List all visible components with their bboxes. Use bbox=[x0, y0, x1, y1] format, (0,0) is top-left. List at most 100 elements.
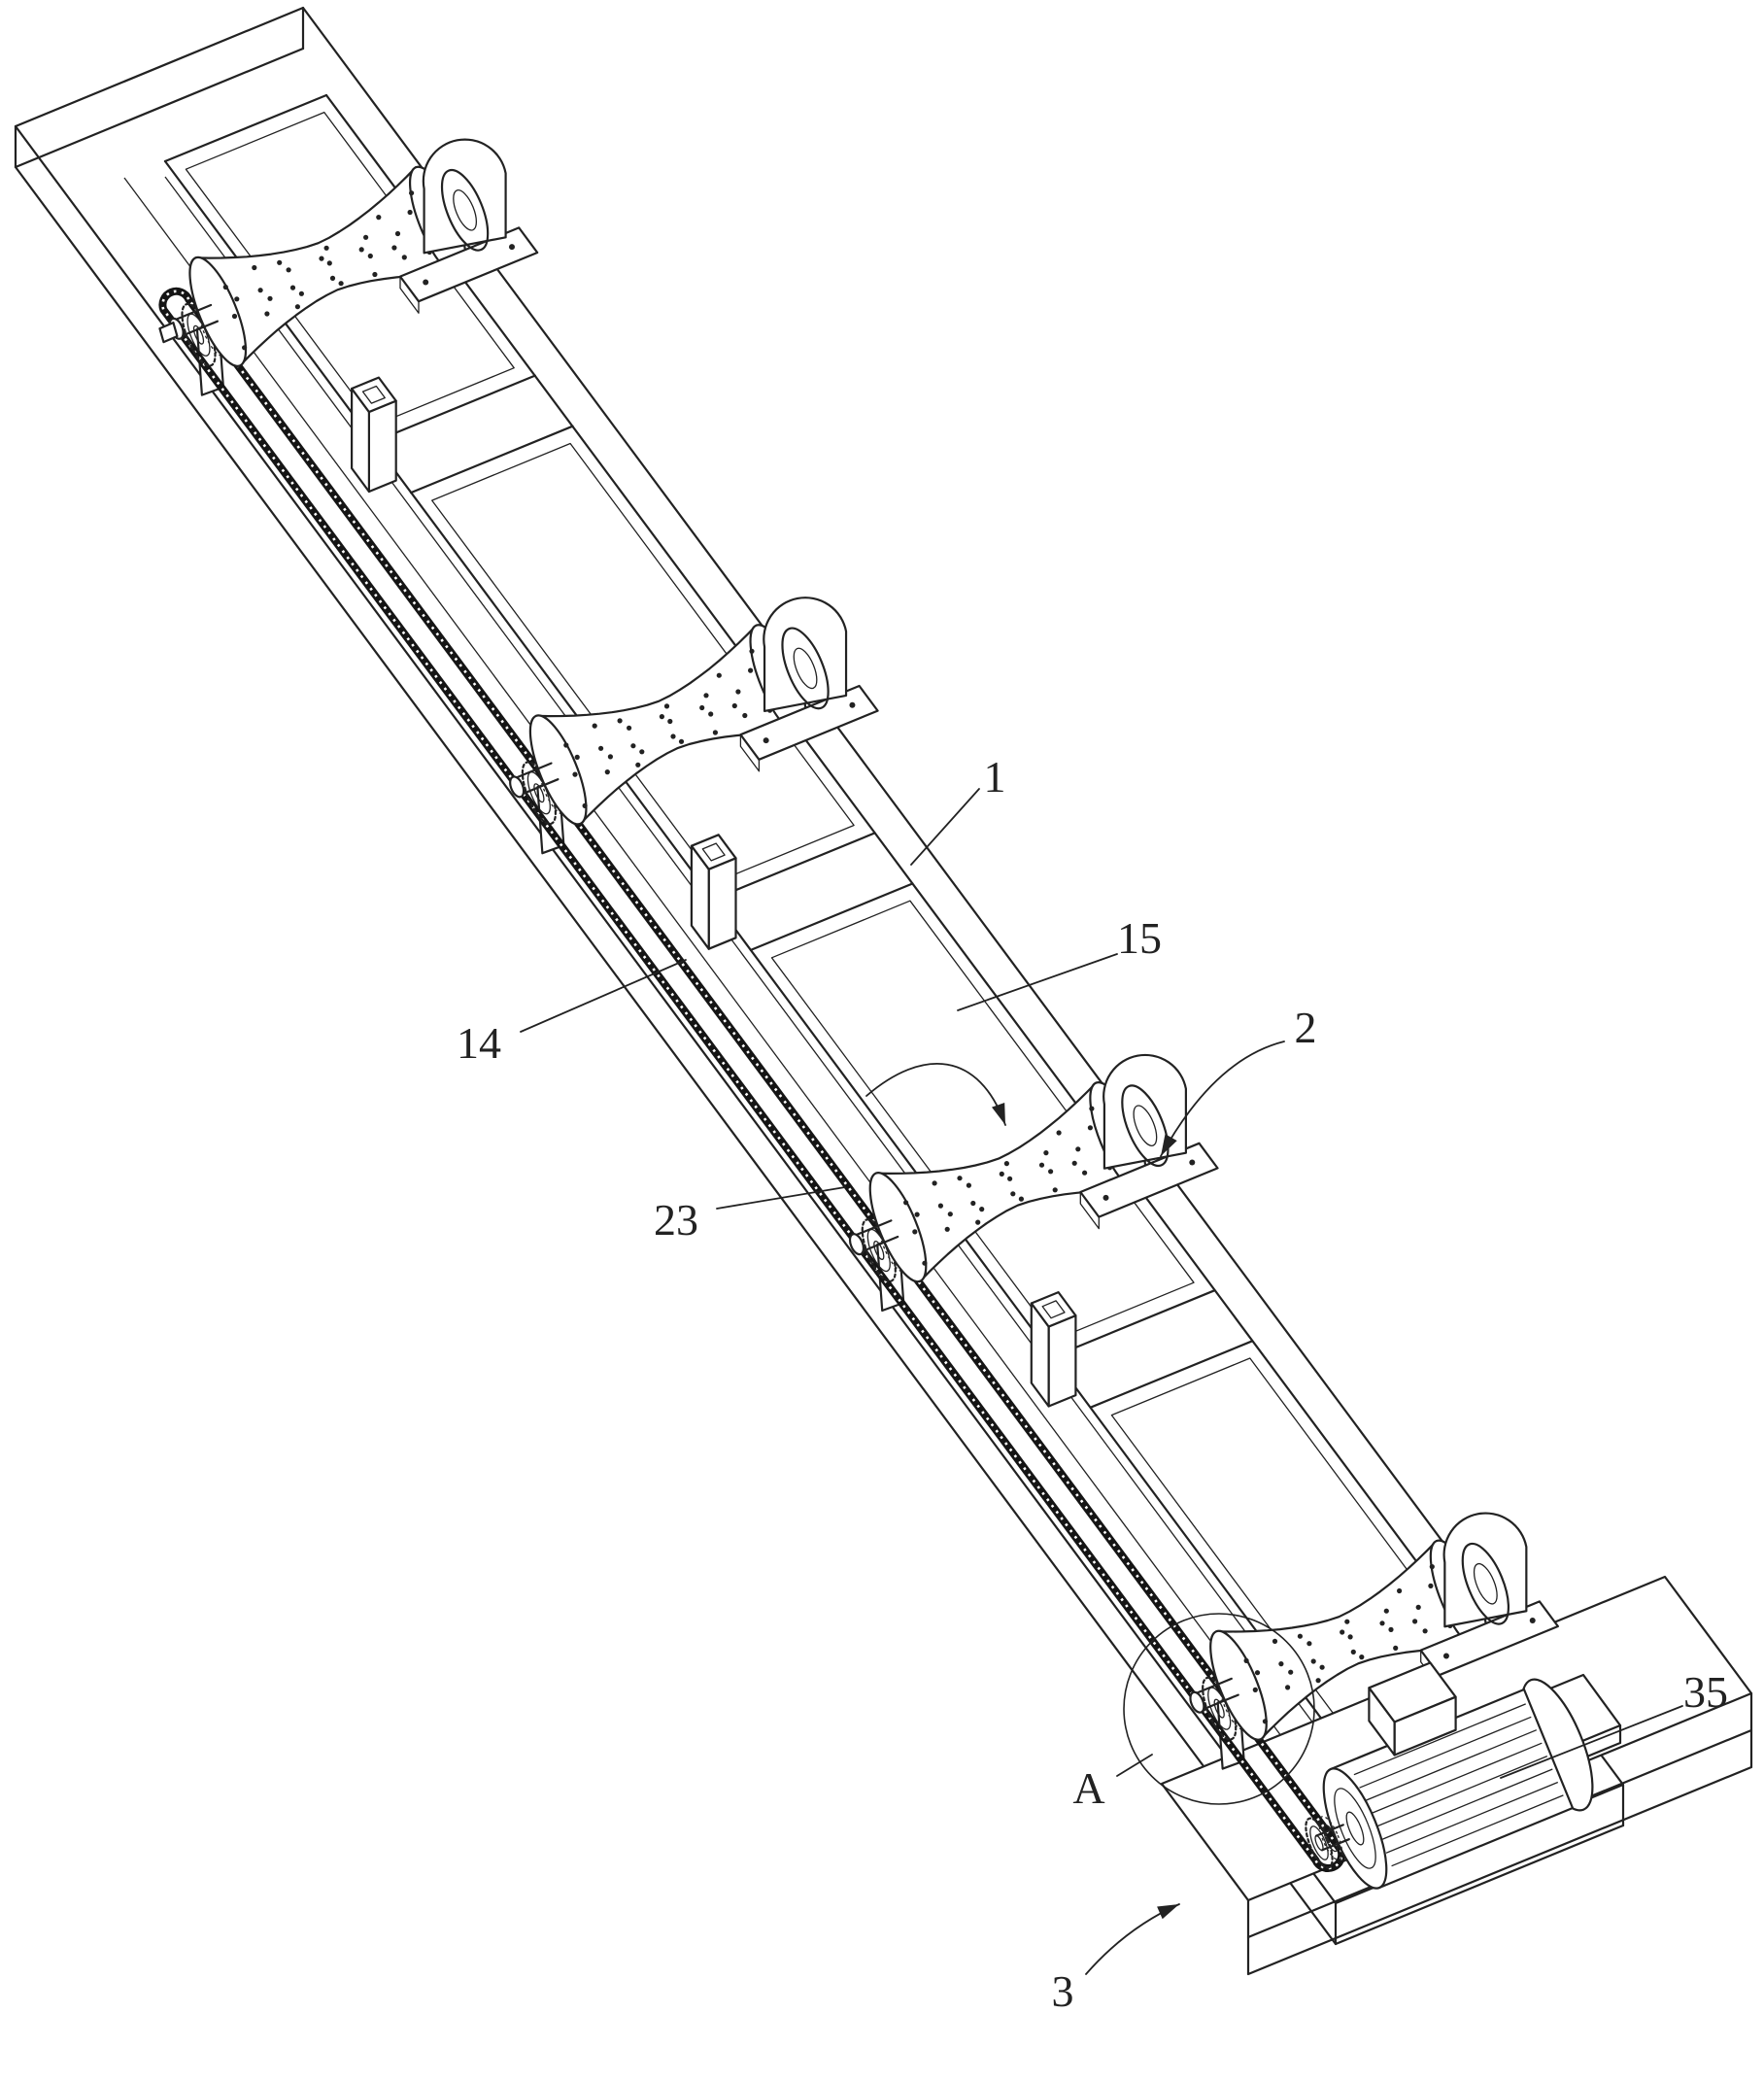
spool-roller-1-part bbox=[277, 259, 283, 265]
spool-roller-2-part bbox=[604, 769, 610, 775]
bearing-stand-1-part bbox=[423, 279, 429, 286]
spool-roller-3-part bbox=[868, 1172, 928, 1283]
bearing-stand-2 bbox=[739, 597, 879, 772]
spool-roller-1-part bbox=[391, 245, 397, 251]
spool-roller-3-part bbox=[966, 1182, 972, 1188]
leader-23 bbox=[716, 1186, 846, 1210]
spool-roller-2-part bbox=[708, 711, 714, 717]
spool-roller-4-part bbox=[1306, 1641, 1312, 1647]
spool-roller-3-part bbox=[1007, 1176, 1013, 1181]
spool-roller-2-part bbox=[635, 762, 641, 768]
spool-roller-3-part bbox=[937, 1203, 944, 1209]
detail-circle-A bbox=[1123, 1613, 1315, 1805]
spool-roller-2-part bbox=[699, 704, 705, 711]
spool-roller-3-part bbox=[1003, 1161, 1009, 1167]
spool-roller-1-part bbox=[267, 295, 273, 301]
bearing-stand-4 bbox=[1419, 1512, 1559, 1688]
base-plate-lower-step bbox=[1246, 1728, 1753, 1976]
spool-roller-4-part bbox=[1429, 1564, 1435, 1570]
spool-roller-4-part bbox=[1344, 1619, 1350, 1624]
ref-label-A: A bbox=[1072, 1763, 1104, 1813]
spool-roller-4-part bbox=[1310, 1658, 1316, 1664]
sprocket-part bbox=[1213, 1698, 1225, 1719]
motor-front-ring bbox=[1334, 1788, 1376, 1869]
spool-roller-1-part bbox=[234, 296, 240, 302]
ref-label-15: 15 bbox=[1117, 913, 1162, 963]
chain-guide-post-part bbox=[367, 399, 397, 494]
spool-roller-3-part bbox=[912, 1229, 918, 1235]
spool-roller-3-part bbox=[1018, 1196, 1024, 1202]
spool-shaft bbox=[852, 1219, 899, 1254]
spool-roller-4-part bbox=[1272, 1638, 1278, 1644]
spool-roller-3-part bbox=[903, 1200, 909, 1206]
frame-openings bbox=[185, 111, 1535, 1798]
sprocket-part bbox=[1318, 1816, 1343, 1861]
bearing-stand-1 bbox=[398, 138, 539, 314]
spool-roller-4-part bbox=[1347, 1634, 1353, 1640]
spool-roller-2-part bbox=[670, 733, 676, 739]
sprocket bbox=[1305, 1816, 1343, 1869]
chain-guide-post-part bbox=[701, 842, 726, 862]
spool-roller-1-part bbox=[323, 245, 329, 251]
chain-guide-post-part bbox=[1030, 1291, 1077, 1328]
bearing-stand-2-part bbox=[793, 647, 818, 690]
motor-terminal-box bbox=[1368, 1661, 1457, 1757]
spool-roller-1-part bbox=[289, 285, 296, 290]
spool-roller-3-part bbox=[848, 1233, 865, 1256]
spool-roller-4-part bbox=[1350, 1649, 1356, 1655]
spool-roller-4-part bbox=[1252, 1687, 1258, 1692]
chain-guide-post-part bbox=[707, 857, 737, 950]
sprocket-part bbox=[1323, 1825, 1339, 1853]
spool-roller-2-part bbox=[659, 714, 665, 720]
spool-roller-4-part bbox=[1415, 1604, 1421, 1610]
chain-guide-post-part bbox=[351, 376, 397, 414]
motor-cooling-fins bbox=[1353, 1703, 1564, 1867]
motor-cooling-fins-part bbox=[1364, 1729, 1538, 1802]
frame-opening-1 bbox=[185, 111, 515, 426]
spool-roller-3-part bbox=[1071, 1160, 1077, 1166]
reference-annotations: 1 15 14 2 23 A 35 3 bbox=[457, 752, 1728, 2016]
motor-cooling-fins-part bbox=[1353, 1703, 1526, 1776]
sprocket-part bbox=[533, 783, 545, 803]
spool-roller-2-part bbox=[592, 723, 597, 729]
ref-label-2: 2 bbox=[1295, 1003, 1317, 1052]
spool-roller-2-part bbox=[749, 648, 755, 654]
motor-terminal-box-part bbox=[1368, 1687, 1396, 1757]
bearing-stand-1-part bbox=[508, 244, 515, 251]
spool-roller-3-part bbox=[957, 1176, 963, 1181]
conveyor-chain bbox=[158, 287, 1346, 1872]
frame-inner-top-edge bbox=[163, 93, 328, 163]
spool-roller-3-part bbox=[947, 1211, 953, 1217]
bearing-stand-2-part bbox=[739, 734, 761, 772]
spool-roller-1-part bbox=[252, 264, 257, 271]
cross-members-part bbox=[1051, 1289, 1216, 1358]
spool-roller-2-part bbox=[748, 667, 754, 673]
arrowhead-23 bbox=[992, 1103, 1005, 1125]
spool-shaft bbox=[512, 762, 560, 797]
spool-roller-1-part bbox=[231, 313, 238, 320]
spool-roller-1-part bbox=[286, 267, 291, 273]
ref-label-23: 23 bbox=[654, 1195, 698, 1245]
spool-roller-4-part bbox=[1315, 1678, 1321, 1684]
spool-roller-3-part bbox=[944, 1226, 950, 1232]
spool-roller-1-part bbox=[338, 281, 344, 287]
motor-cooling-fins-part bbox=[1359, 1716, 1532, 1789]
sprocket-part bbox=[192, 324, 205, 345]
frame-bottom-edges bbox=[14, 47, 1625, 1946]
spool-roller-4-part bbox=[1262, 1719, 1268, 1724]
spool-roller-3-part bbox=[1052, 1187, 1058, 1193]
spool-roller-2-part bbox=[572, 771, 578, 777]
spool-roller-1-part bbox=[298, 290, 304, 296]
leader-A bbox=[1116, 1754, 1153, 1777]
spool-roller-2-part bbox=[716, 672, 722, 678]
spool-roller-3-part bbox=[979, 1207, 985, 1212]
chain-guide-posts bbox=[351, 376, 1077, 1408]
drive-sprocket bbox=[1305, 1816, 1343, 1869]
cross-members-part bbox=[372, 374, 536, 444]
bearing-stand-2-part bbox=[763, 737, 769, 744]
spool-roller-4-part bbox=[1285, 1685, 1291, 1690]
spool-roller-3-part bbox=[1043, 1150, 1049, 1156]
spool-roller-2-part bbox=[663, 703, 670, 709]
chain-guide-rail bbox=[123, 177, 1361, 1843]
spool-roller-3-part bbox=[1087, 1125, 1093, 1131]
